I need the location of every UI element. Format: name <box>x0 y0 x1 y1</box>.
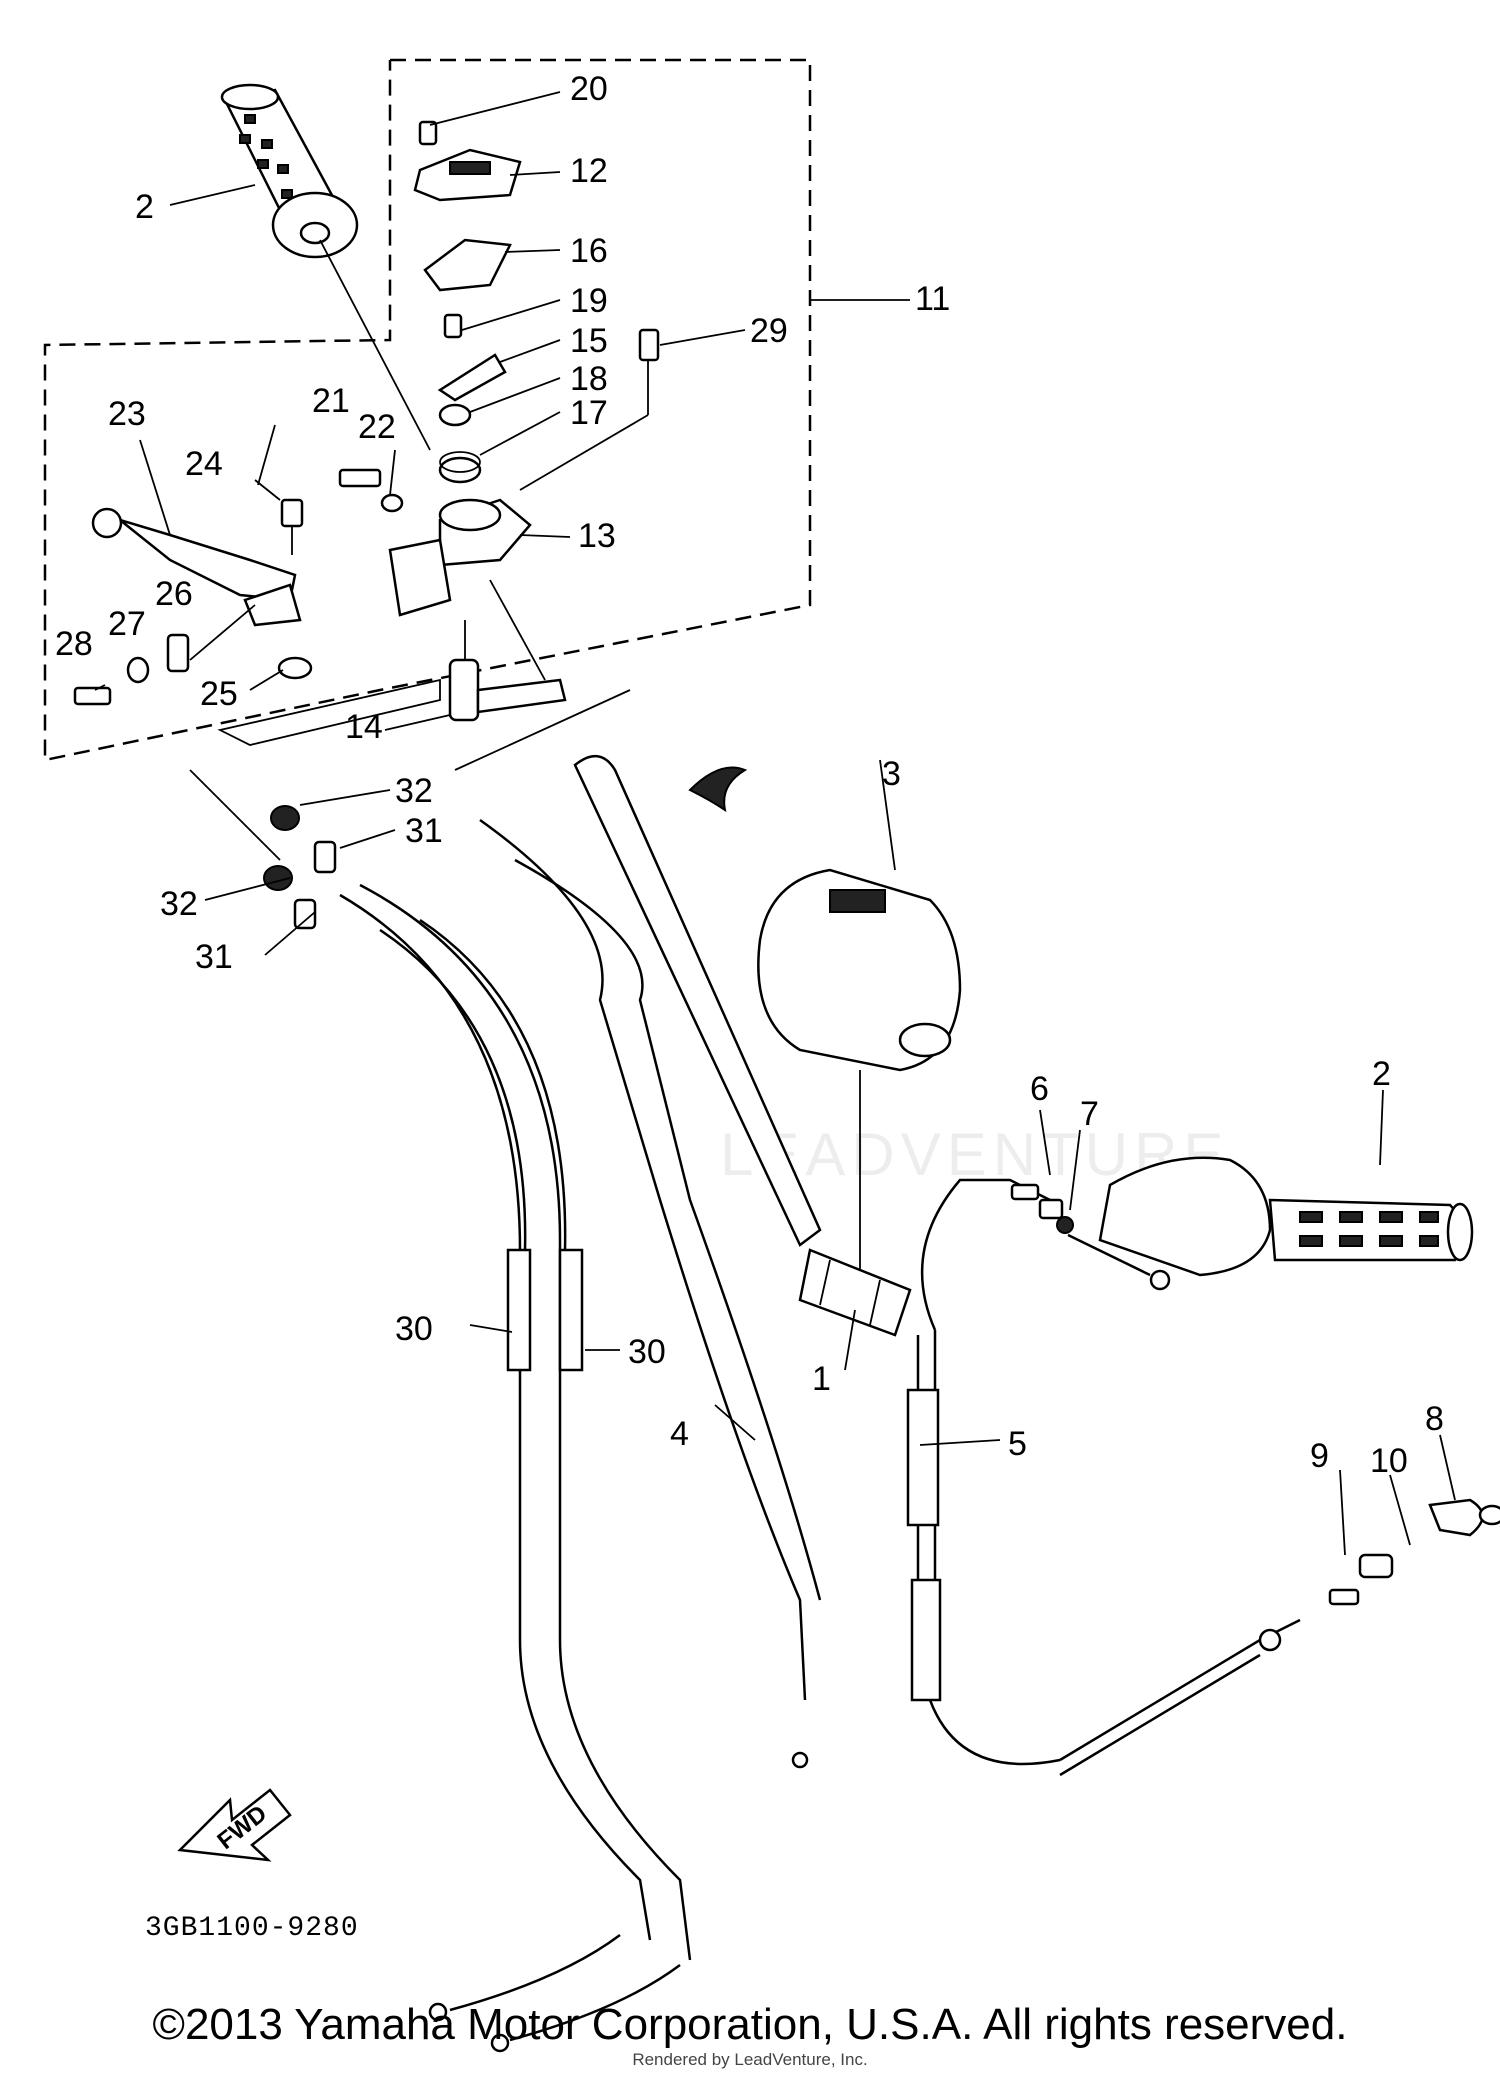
label-part-31-a: 31 <box>405 812 443 850</box>
label-part-25: 25 <box>200 675 238 713</box>
assembly-11-boundary <box>43 58 812 762</box>
label-part-30-left: 30 <box>395 1310 433 1348</box>
adjuster-6-7 <box>1010 1183 1171 1291</box>
leader-lines <box>94 91 1456 1556</box>
washer-18 <box>438 403 472 427</box>
label-part-17: 17 <box>570 394 608 432</box>
label-part-16: 16 <box>570 232 608 270</box>
label-part-2-right: 2 <box>1372 1055 1391 1093</box>
handlebar-1 <box>798 1248 912 1337</box>
label-part-4: 4 <box>670 1415 689 1453</box>
rendered-by-notice: Rendered by LeadVenture, Inc. <box>632 2050 868 2069</box>
bolt-28 <box>73 686 112 706</box>
label-part-1: 1 <box>812 1360 831 1398</box>
label-part-31-b: 31 <box>195 938 233 976</box>
label-part-2-left: 2 <box>135 188 154 226</box>
label-part-11: 11 <box>915 280 950 318</box>
label-part-27: 27 <box>108 605 146 643</box>
switch-cover-12 <box>413 148 522 202</box>
switch-14 <box>448 579 567 722</box>
label-part-23: 23 <box>108 395 146 433</box>
part-26 <box>166 633 190 673</box>
spring-17 <box>438 451 482 484</box>
label-part-14: 14 <box>345 708 383 746</box>
part-labels: 20 2 12 16 11 19 29 15 18 23 21 17 22 24… <box>55 70 1444 1944</box>
direction-arrow <box>688 766 748 813</box>
nut-25 <box>277 656 313 680</box>
copyright-notice: ©2013 Yamaha Motor Corporation, U.S.A. A… <box>152 2000 1348 2049</box>
label-part-5: 5 <box>1008 1425 1027 1463</box>
label-part-7: 7 <box>1080 1095 1099 1133</box>
label-part-29: 29 <box>750 312 788 350</box>
screw-29 <box>519 328 660 491</box>
plate-16 <box>423 238 512 292</box>
label-part-8: 8 <box>1425 1400 1444 1438</box>
label-part-15: 15 <box>570 322 608 360</box>
label-part-32-a: 32 <box>395 772 433 810</box>
parts-8-9-10 <box>1328 1498 1500 1606</box>
switch-housing-3 <box>757 868 962 1270</box>
lever-15 <box>437 353 507 402</box>
left-grip <box>220 83 431 451</box>
bolt-24 <box>280 498 304 555</box>
fwd-arrow <box>177 1788 292 1862</box>
label-part-12: 12 <box>570 152 608 190</box>
label-part-18: 18 <box>570 360 608 398</box>
label-part-9: 9 <box>1310 1437 1329 1475</box>
clutch-cables-30 <box>339 883 692 2053</box>
drawing-code: 3GB1100-9280 <box>145 1913 359 1944</box>
label-part-19: 19 <box>570 282 608 320</box>
cable-4 <box>479 755 822 1769</box>
label-part-21: 21 <box>312 382 350 420</box>
right-grip <box>1098 1156 1474 1277</box>
screw-20 <box>418 120 438 146</box>
label-part-6: 6 <box>1030 1070 1049 1108</box>
label-part-22: 22 <box>358 408 396 446</box>
lever-23 <box>91 507 302 627</box>
label-part-10: 10 <box>1370 1442 1408 1480</box>
cable-5 <box>906 1178 1301 1777</box>
label-part-24: 24 <box>185 445 223 483</box>
label-part-26: 26 <box>155 575 193 613</box>
label-part-30-right: 30 <box>628 1333 666 1371</box>
label-part-3: 3 <box>882 755 901 793</box>
label-part-32-b: 32 <box>160 885 198 923</box>
washer-27 <box>126 656 150 684</box>
screw-19 <box>443 313 463 339</box>
washer-22 <box>380 493 404 513</box>
bolt-21 <box>338 468 382 488</box>
adjuster-31-32 <box>263 805 337 930</box>
label-part-13: 13 <box>578 517 616 555</box>
label-part-20: 20 <box>570 70 608 108</box>
holder-13 <box>388 498 532 617</box>
label-part-28: 28 <box>55 625 93 663</box>
